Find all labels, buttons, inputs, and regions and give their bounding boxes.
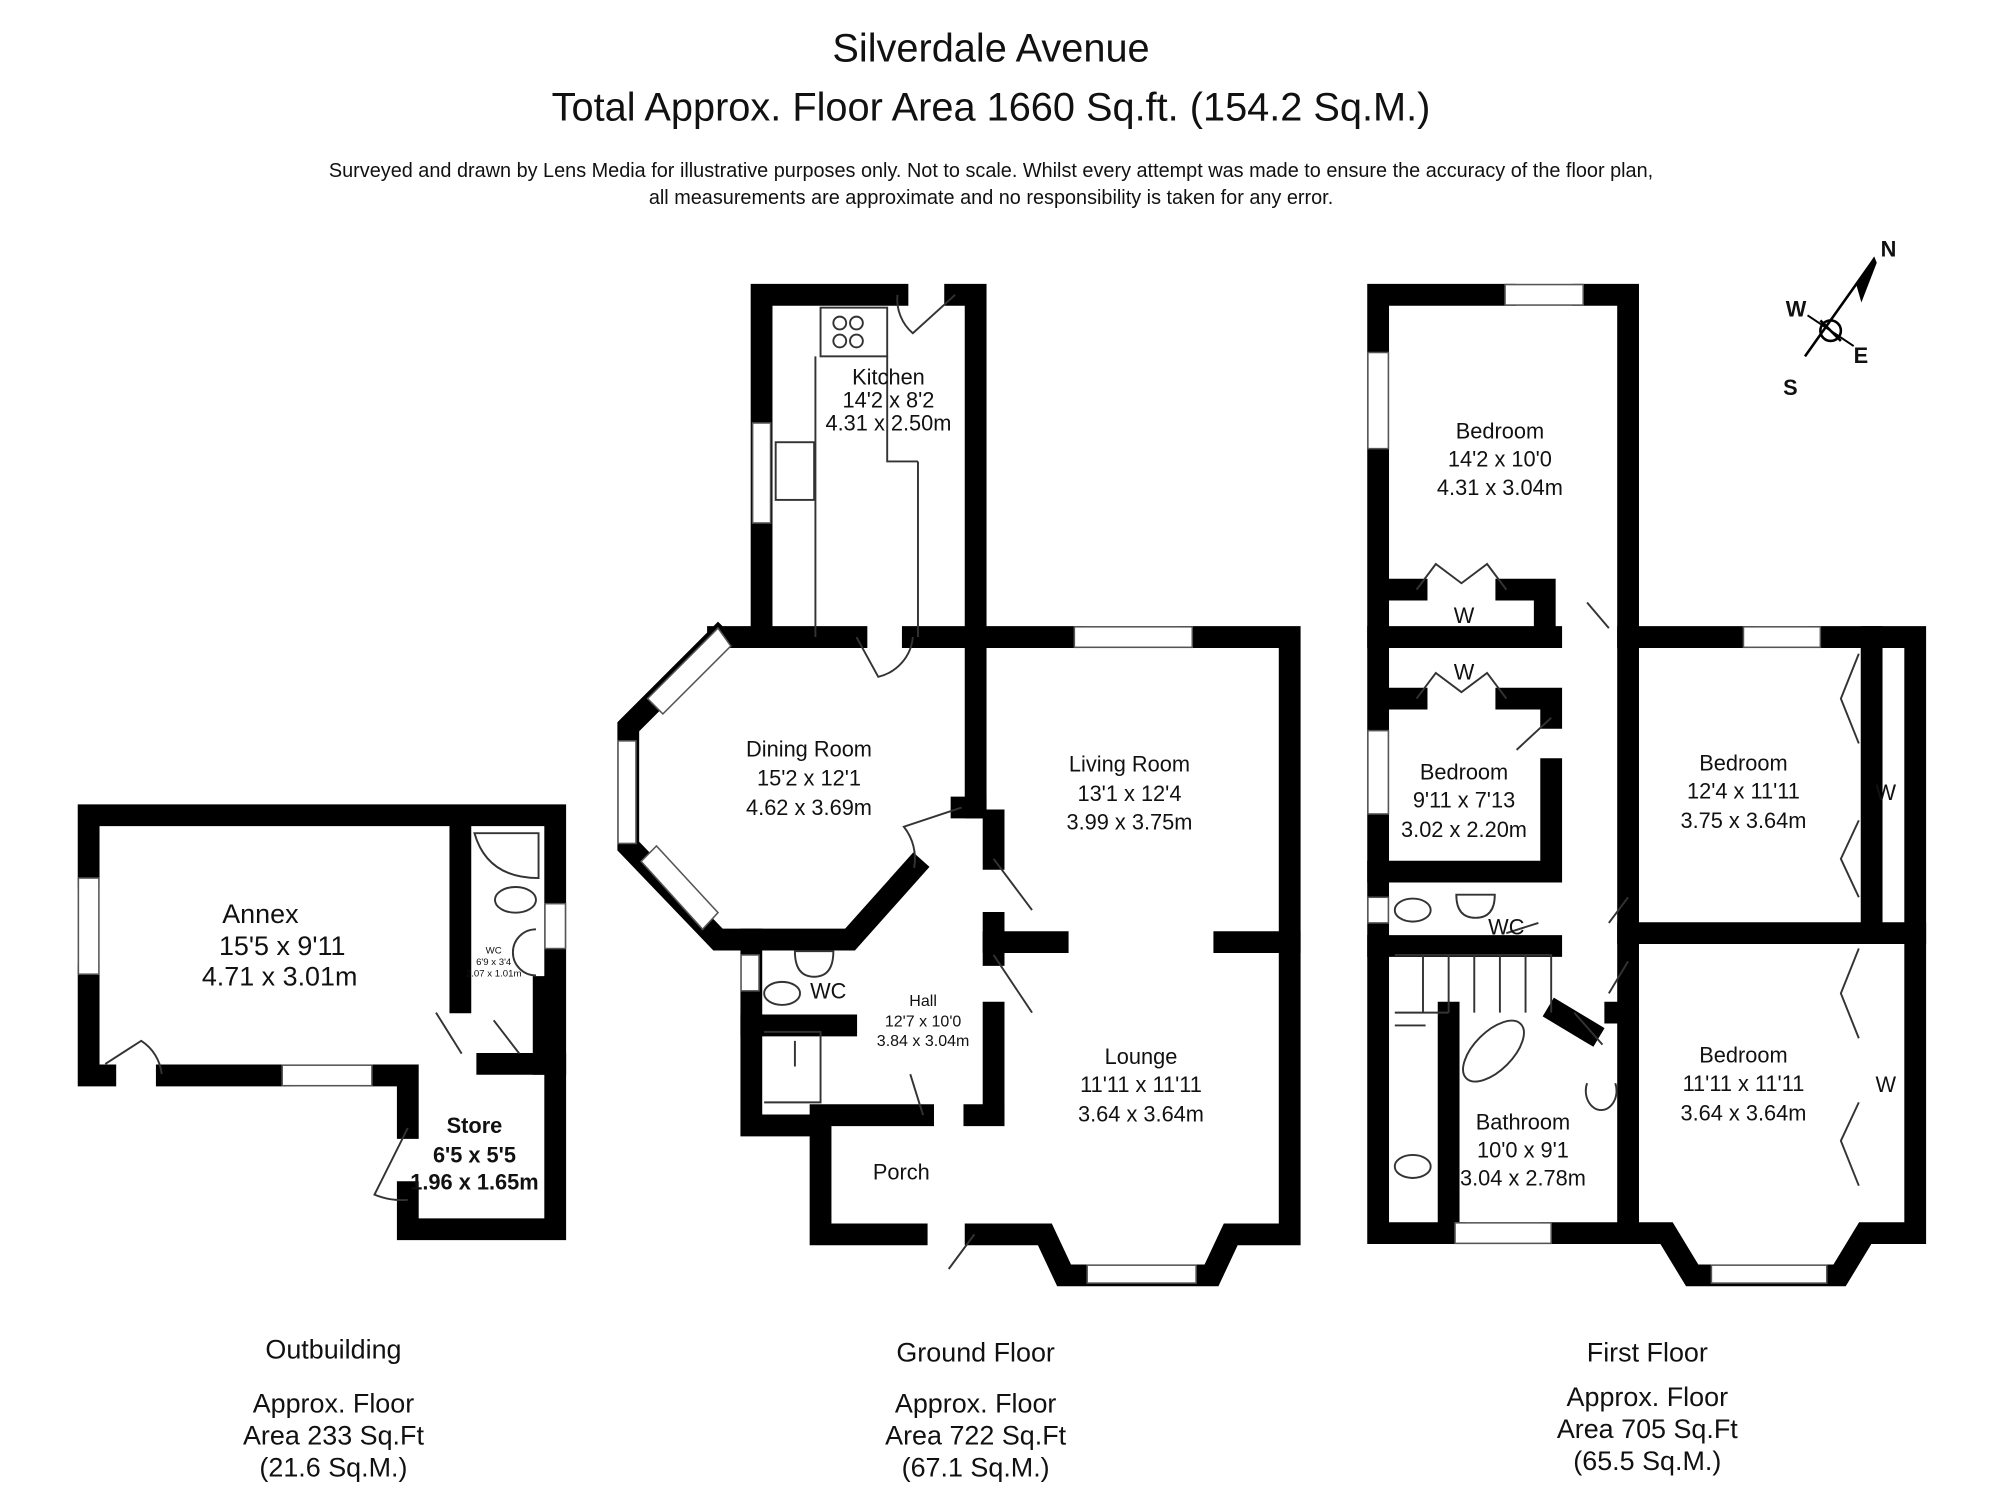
annex-wc-name: WC	[486, 946, 502, 957]
bed2-imperial: 9'11 x 7'13	[1413, 788, 1515, 813]
first-area-1: Approx. Floor	[1567, 1382, 1729, 1412]
first-floor-plan: Bedroom 14'2 x 10'0 4.31 x 3.04m W W W W…	[1367, 283, 1927, 1287]
kitchen-name: Kitchen	[852, 365, 925, 390]
dining-imperial: 15'2 x 12'1	[757, 766, 861, 791]
bed1-name: Bedroom	[1456, 418, 1544, 443]
compass-n: N	[1881, 236, 1897, 261]
annex-wc-imperial: 6'9 x 3'4	[476, 957, 512, 968]
hall-metric: 3.84 x 3.04m	[877, 1032, 970, 1050]
plan-subtitle: Total Approx. Floor Area 1660 Sq.ft. (15…	[552, 85, 1431, 129]
disclaimer-line-2: all measurements are approximate and no …	[649, 187, 1333, 209]
compass-w: W	[1786, 297, 1807, 322]
living-metric: 3.99 x 3.75m	[1066, 809, 1192, 834]
bed1-metric: 4.31 x 3.04m	[1437, 475, 1563, 500]
annex-metric: 4.71 x 3.01m	[202, 962, 358, 992]
bed4-imperial: 11'11 x 11'11	[1683, 1071, 1805, 1096]
lounge-name: Lounge	[1105, 1044, 1178, 1069]
first-floor-label: First Floor	[1587, 1337, 1708, 1367]
compass-s: S	[1783, 375, 1798, 400]
bed3-imperial: 12'4 x 11'11	[1687, 779, 1800, 804]
disclaimer-line-1: Surveyed and drawn by Lens Media for ill…	[329, 160, 1653, 182]
store-name: Store	[447, 1113, 503, 1138]
outbuilding-area-2: Area 233 Sq.Ft	[243, 1421, 424, 1451]
outbuilding-area-3: (21.6 Sq.M.)	[259, 1453, 407, 1483]
annex-name: Annex	[222, 899, 299, 929]
lounge-metric: 3.64 x 3.64m	[1078, 1102, 1204, 1127]
kitchen-metric: 4.31 x 2.50m	[826, 411, 952, 436]
annex-wc-metric: 2.07 x 1.01m	[466, 969, 522, 980]
ground-area-2: Area 722 Sq.Ft	[885, 1421, 1066, 1451]
bath-imperial: 10'0 x 9'1	[1477, 1137, 1569, 1162]
outbuilding-plan: Annex 15'5 x 9'11 4.71 x 3.01m WC 6'9 x …	[77, 804, 567, 1241]
kitchen-imperial: 14'2 x 8'2	[843, 388, 935, 413]
store-imperial: 6'5 x 5'5	[433, 1143, 516, 1168]
living-name: Living Room	[1069, 752, 1190, 777]
ground-wc-name: WC	[810, 979, 846, 1004]
compass-e: E	[1854, 343, 1869, 368]
bath-metric: 3.04 x 2.78m	[1460, 1166, 1586, 1191]
ground-floor-plan: Kitchen 14'2 x 8'2 4.31 x 2.50m Dining R…	[617, 283, 1301, 1287]
plan-title: Silverdale Avenue	[832, 27, 1149, 71]
bed1-imperial: 14'2 x 10'0	[1448, 447, 1552, 472]
first-area-2: Area 705 Sq.Ft	[1557, 1414, 1738, 1444]
ground-area-3: (67.1 Sq.M.)	[902, 1453, 1050, 1483]
outbuilding-label: Outbuilding	[265, 1335, 401, 1365]
ground-area-1: Approx. Floor	[895, 1389, 1057, 1419]
bed4-metric: 3.64 x 3.64m	[1680, 1100, 1806, 1125]
wardrobe-label: W	[1454, 659, 1475, 684]
first-area-3: (65.5 Sq.M.)	[1573, 1446, 1721, 1476]
hall-imperial: 12'7 x 10'0	[885, 1013, 962, 1031]
living-imperial: 13'1 x 12'4	[1077, 781, 1181, 806]
lounge-imperial: 11'11 x 11'11	[1080, 1072, 1202, 1097]
first-wc-name: WC	[1488, 914, 1524, 939]
annex-imperial: 15'5 x 9'11	[219, 931, 345, 961]
ground-floor-label: Ground Floor	[896, 1337, 1055, 1367]
bed3-name: Bedroom	[1699, 750, 1787, 775]
outbuilding-area-1: Approx. Floor	[253, 1389, 415, 1419]
bed2-metric: 3.02 x 2.20m	[1401, 817, 1527, 842]
wardrobe-label: W	[1875, 780, 1896, 805]
store-metric: 1.96 x 1.65m	[410, 1170, 538, 1195]
bed4-name: Bedroom	[1699, 1043, 1787, 1068]
dining-metric: 4.62 x 3.69m	[746, 795, 872, 820]
wardrobe-label: W	[1875, 1072, 1896, 1097]
bed2-name: Bedroom	[1420, 759, 1508, 784]
hall-name: Hall	[909, 992, 937, 1010]
compass-icon: N E S W	[1783, 236, 1896, 399]
bed3-metric: 3.75 x 3.64m	[1680, 808, 1806, 833]
porch-name: Porch	[873, 1159, 930, 1184]
bath-name: Bathroom	[1476, 1109, 1570, 1134]
wardrobe-label: W	[1454, 603, 1475, 628]
dining-name: Dining Room	[746, 736, 872, 761]
